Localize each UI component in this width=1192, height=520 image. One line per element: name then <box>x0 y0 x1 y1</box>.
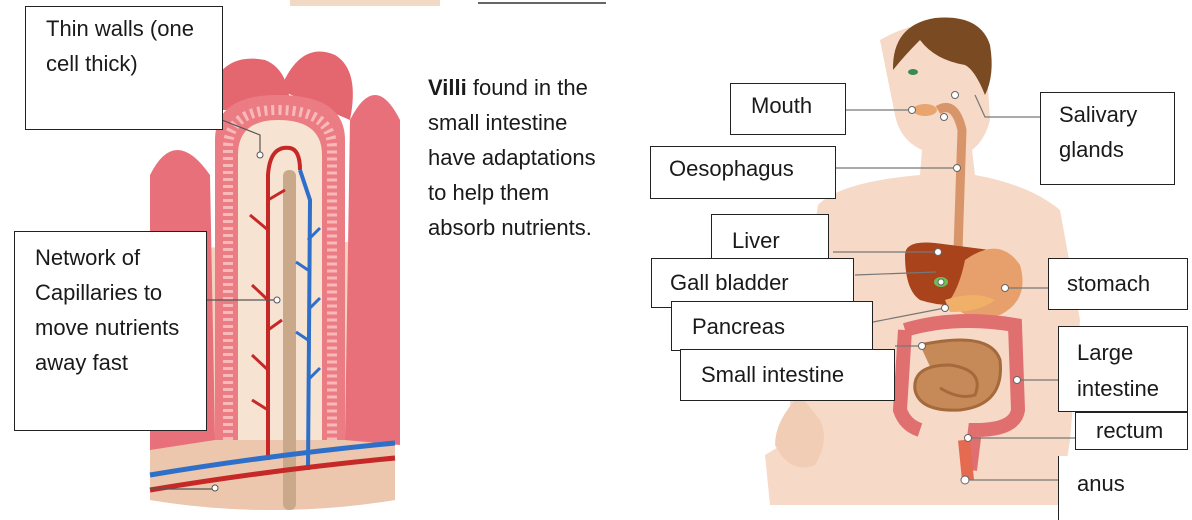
label-stomach: stomach <box>1048 258 1188 310</box>
label-oesophagus-text: Oesophagus <box>669 156 794 181</box>
dot-rectum <box>965 435 972 442</box>
anus-point <box>961 476 969 484</box>
label-oesophagus: Oesophagus <box>650 146 836 199</box>
label-mouth: Mouth <box>730 83 846 135</box>
villi-caption-bold: Villi <box>428 75 467 100</box>
label-thin-walls: Thin walls (one cell thick) <box>25 6 223 130</box>
top-strip <box>290 0 440 6</box>
dot-liver <box>935 249 942 256</box>
label-large-intestine: Large intestine <box>1058 326 1188 412</box>
dot-salivary-1 <box>952 92 959 99</box>
dot-mouth <box>909 107 916 114</box>
label-stomach-text: stomach <box>1067 271 1150 296</box>
dot-small-intestine <box>919 343 926 350</box>
eye <box>908 69 918 75</box>
label-salivary-glands: Salivary glands <box>1040 92 1175 185</box>
small-intestine <box>915 340 1001 410</box>
label-liver: Liver <box>711 214 829 262</box>
dot-large-intestine <box>1014 377 1021 384</box>
label-salivary-text: Salivary glands <box>1059 102 1137 162</box>
dot-pancreas <box>942 305 949 312</box>
label-pancreas-text: Pancreas <box>692 314 785 339</box>
label-gall-bladder-text: Gall bladder <box>670 270 789 295</box>
label-thin-walls-text: Thin walls (one cell thick) <box>46 16 194 76</box>
label-rectum-text: rectum <box>1096 418 1163 443</box>
label-capillaries-text: Network of Capillaries to move nutrients… <box>35 245 179 375</box>
leader-dot-bottom <box>212 485 218 491</box>
right-villus <box>345 95 400 445</box>
label-small-intestine: Small intestine <box>680 349 895 401</box>
label-small-intestine-text: Small intestine <box>701 362 844 387</box>
mouth-cavity <box>913 104 937 116</box>
label-rectum: rectum <box>1075 412 1188 450</box>
label-capillaries: Network of Capillaries to move nutrients… <box>14 231 207 431</box>
label-anus: anus <box>1058 456 1188 520</box>
leader-dot-thin-walls <box>257 152 263 158</box>
dot-gall-bladder <box>938 279 944 285</box>
label-anus-text: anus <box>1077 471 1125 496</box>
leader-dot-capillaries <box>274 297 280 303</box>
label-liver-text: Liver <box>732 228 780 253</box>
label-mouth-text: Mouth <box>751 93 812 118</box>
dot-stomach <box>1002 285 1009 292</box>
villi-caption: Villi found in the small intestine have … <box>428 70 618 245</box>
lacteal <box>283 170 296 510</box>
label-large-intestine-text: Large intestine <box>1077 340 1159 401</box>
rectum <box>964 440 968 480</box>
dot-salivary-2 <box>941 114 948 121</box>
label-pancreas: Pancreas <box>671 301 873 351</box>
dot-oesophagus <box>954 165 961 172</box>
